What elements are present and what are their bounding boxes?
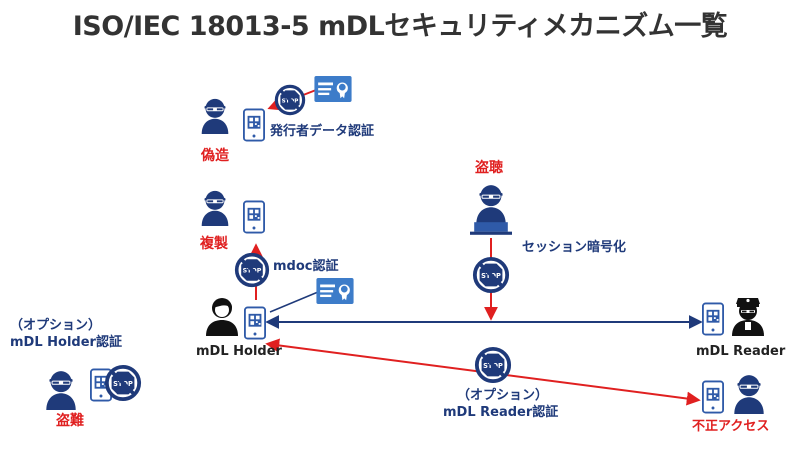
mdoc-card-icon	[316, 278, 354, 304]
page-title: ISO/IEC 18013-5 mDLセキュリティメカニズム一覧	[72, 11, 728, 42]
threat-unauthorized-label: 不正アクセス	[692, 419, 770, 434]
holder-actor-label: mDL Holder	[196, 344, 282, 359]
holder-person-icon	[206, 298, 238, 336]
holder-auth-option-label: （オプション）	[10, 318, 102, 333]
laptop-icon	[470, 222, 512, 235]
holder-auth-label: mDL Holder認証	[10, 335, 122, 350]
issuer-card-icon	[314, 76, 352, 102]
cloner-hacker-icon	[201, 190, 229, 226]
reader-auth-stop-icon	[474, 346, 512, 384]
thief-hacker-icon	[46, 371, 76, 410]
mdoc-stop-icon	[234, 252, 270, 288]
reader-actor-label: mDL Reader	[696, 344, 786, 359]
threat-forgery-label: 偽造	[201, 148, 229, 164]
reader-officer-icon	[732, 298, 764, 336]
threat-clone-label: 複製	[200, 236, 228, 252]
eavesdropper-hacker-icon	[476, 185, 506, 224]
holder-phone-icon	[244, 306, 266, 340]
forgery-phone-icon	[243, 108, 265, 142]
session-enc-label: セッション暗号化	[522, 240, 627, 255]
issuer-auth-label: 発行者データ認証	[270, 124, 375, 139]
reader-auth-label: mDL Reader認証	[443, 405, 559, 420]
issuer-stop-icon	[274, 84, 306, 116]
session-stop-icon	[472, 256, 510, 294]
reader-phone-icon	[702, 302, 724, 336]
threat-eavesdrop-label: 盗聴	[475, 160, 503, 176]
holder-auth-stop-icon	[104, 364, 142, 402]
unauthorized-phone-icon	[702, 380, 724, 414]
unauthorized-hacker-icon	[734, 375, 764, 414]
clone-phone-icon	[243, 200, 265, 234]
forger-hacker-icon	[201, 98, 229, 134]
mdoc-auth-label: mdoc認証	[273, 259, 339, 274]
threat-theft-label: 盗難	[56, 413, 84, 429]
mdoc-card-link	[269, 291, 319, 313]
reader-auth-option-label: （オプション）	[457, 388, 549, 403]
